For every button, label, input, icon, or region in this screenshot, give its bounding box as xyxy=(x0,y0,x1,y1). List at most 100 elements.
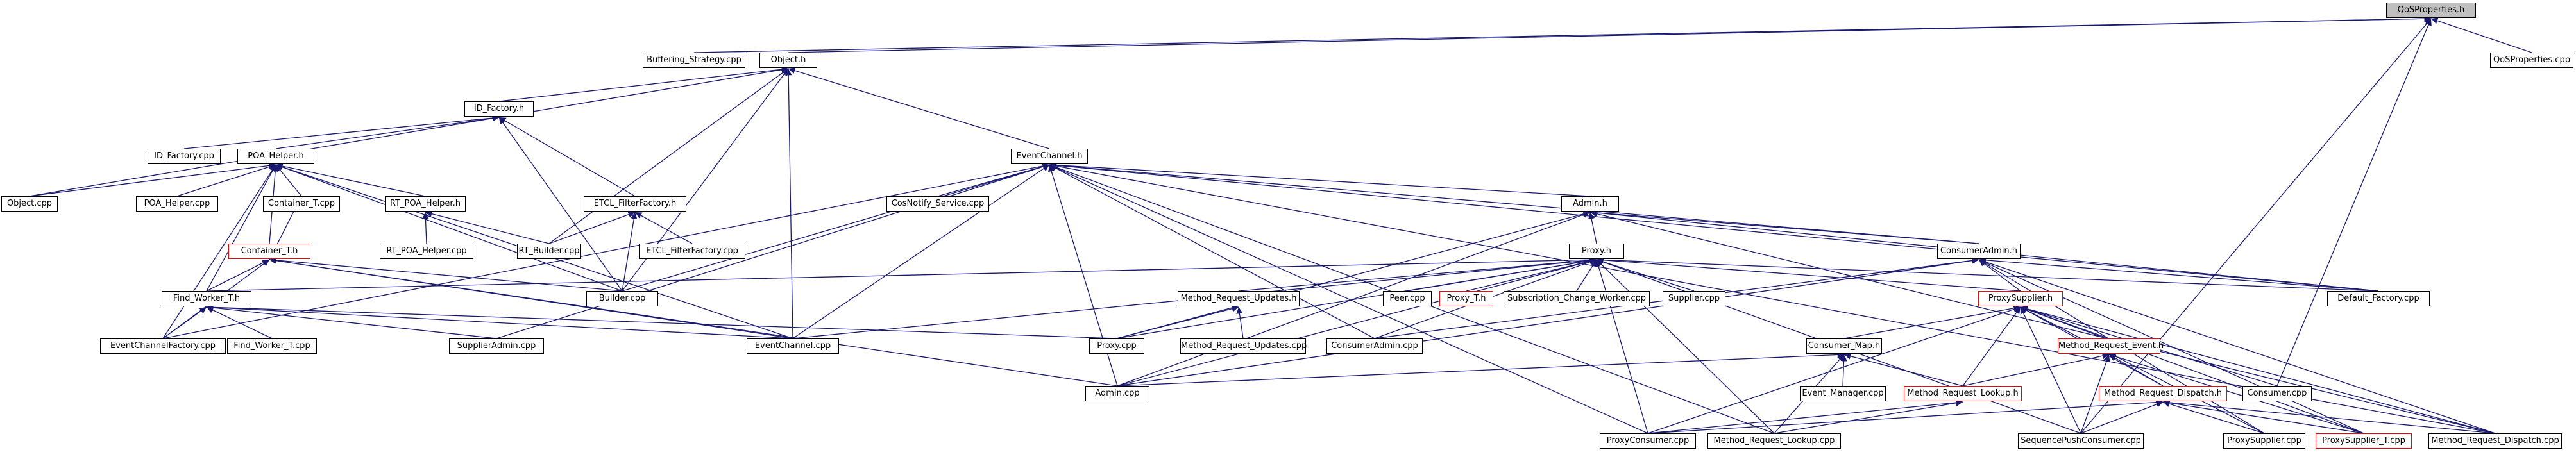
node-proxysupplier-t-cpp[interactable]: ProxySupplier_T.cpp xyxy=(2316,433,2412,449)
node-consumeradmin-h[interactable]: ConsumerAdmin.h xyxy=(1937,244,2021,259)
edge-n20-to-n14 xyxy=(1589,209,1979,244)
edge-n46-to-n38 xyxy=(2080,354,2110,434)
edge-n31-to-n7 xyxy=(496,163,1050,339)
edge-n40-to-n37 xyxy=(1840,354,1847,387)
edge-n29-to-n21 xyxy=(162,306,207,339)
edge-n35-to-n7 xyxy=(1049,164,1375,339)
edge-n32-to-n7 xyxy=(792,164,1050,339)
node-method-request-event-h[interactable]: Method_Request_Event.h xyxy=(2058,338,2164,354)
edge-n39-to-n20 xyxy=(1117,257,1979,387)
edge-n22-to-n15 xyxy=(269,256,623,292)
node-id-factory-h[interactable]: ID_Factory.h xyxy=(464,101,534,117)
edge-n22-to-n7 xyxy=(622,163,1050,292)
edge-n19-to-n14 xyxy=(1588,212,1597,244)
edge-n4-to-n2 xyxy=(498,66,789,102)
edge-n48-to-n20 xyxy=(1978,259,2364,434)
edge-n41-to-n38 xyxy=(1962,353,2110,387)
node-buffering-strategy-cpp[interactable]: Buffering_Strategy.cpp xyxy=(643,53,745,68)
edge-n41-to-n36 xyxy=(1962,306,2021,387)
edge-n14-to-n7 xyxy=(1049,162,1591,197)
edge-n33-to-n21 xyxy=(206,304,1117,339)
node-cosnotify-service-cpp[interactable]: CosNotify_Service.cpp xyxy=(886,196,989,212)
edge-n41-to-n37 xyxy=(1843,353,1963,387)
node-proxy-t-h[interactable]: Proxy_T.h xyxy=(1439,291,1493,306)
node-proxy-h[interactable]: Proxy.h xyxy=(1569,244,1624,259)
edge-n36-to-n19 xyxy=(1596,256,2021,292)
node-etcl-filterfactory-h[interactable]: ETCL_FilterFactory.h xyxy=(584,196,686,212)
node-eventchannel-cpp[interactable]: EventChannel.cpp xyxy=(747,338,839,354)
node-poa-helper-h[interactable]: POA_Helper.h xyxy=(237,149,314,164)
edge-n18-to-n12 xyxy=(634,212,693,244)
node-event-manager-cpp[interactable]: Event_Manager.cpp xyxy=(1800,386,1886,401)
edge-n32-to-n2 xyxy=(784,68,793,339)
node-etcl-filterfactory-cpp[interactable]: ETCL_FilterFactory.cpp xyxy=(639,244,745,259)
edge-n5-to-n4 xyxy=(183,114,500,149)
node-supplier-cpp[interactable]: Supplier.cpp xyxy=(1663,291,1725,306)
edge-n28-to-n7 xyxy=(1049,162,2379,292)
node-consumer-cpp[interactable]: Consumer.cpp xyxy=(2242,386,2312,401)
node-eventchannelfactory-cpp[interactable]: EventChannelFactory.cpp xyxy=(100,338,226,354)
edge-n45-to-n41 xyxy=(1774,399,1963,434)
edge-n21-to-n19 xyxy=(206,256,1597,292)
edge-n29-to-n7 xyxy=(162,162,1050,339)
node-id-factory-cpp[interactable]: ID_Factory.cpp xyxy=(148,149,221,164)
edge-n37-to-n36 xyxy=(1843,304,2021,339)
edge-n47-to-n42 xyxy=(2162,401,2265,434)
edge-n46-to-n0 xyxy=(2080,18,2432,434)
edge-n7-to-n2 xyxy=(788,67,1050,149)
edge-n47-to-n36 xyxy=(2020,306,2265,434)
node-object-cpp[interactable]: Object.cpp xyxy=(1,196,58,212)
edge-n6-to-n4 xyxy=(275,115,500,149)
node-rt-poa-helper-cpp[interactable]: RT_POA_Helper.cpp xyxy=(380,244,473,259)
edge-n22-to-n4 xyxy=(498,117,623,292)
node-consumer-map-h[interactable]: Consumer_Map.h xyxy=(1806,338,1882,354)
node-poa-helper-cpp[interactable]: POA_Helper.cpp xyxy=(136,196,218,212)
node-find-worker-t-cpp[interactable]: Find_Worker_T.cpp xyxy=(227,338,317,354)
edge-n49-to-n42 xyxy=(2162,399,2496,434)
edge-n12-to-n4 xyxy=(498,117,636,197)
node-qosproperties-cpp[interactable]: QoSProperties.cpp xyxy=(2490,53,2573,68)
node-subscription-change-worker-cpp[interactable]: Subscription_Change_Worker.cpp xyxy=(1504,291,1650,306)
node-eventchannel-h[interactable]: EventChannel.h xyxy=(1011,149,1088,164)
node-method-request-lookup-h[interactable]: Method_Request_Lookup.h xyxy=(1904,386,2022,401)
node-admin-cpp[interactable]: Admin.cpp xyxy=(1085,386,1149,401)
edge-n39-to-n37 xyxy=(1117,351,1845,387)
node-default-factory-cpp[interactable]: Default_Factory.cpp xyxy=(2327,291,2430,306)
edge-n44-to-n41 xyxy=(1647,399,1963,434)
node-method-request-dispatch-h[interactable]: Method_Request_Dispatch.h xyxy=(2099,386,2227,401)
node-rt-builder-cpp[interactable]: RT_Builder.cpp xyxy=(517,244,581,259)
node-proxysupplier-cpp[interactable]: ProxySupplier.cpp xyxy=(2223,433,2305,449)
node-admin-h[interactable]: Admin.h xyxy=(1561,196,1619,212)
node-consumeradmin-cpp[interactable]: ConsumerAdmin.cpp xyxy=(1326,338,1423,354)
node-method-request-updates-h[interactable]: Method_Request_Updates.h xyxy=(1178,291,1300,306)
edge-n44-to-n36 xyxy=(1647,306,2021,434)
node-peer-cpp[interactable]: Peer.cpp xyxy=(1383,291,1432,306)
edge-n31-to-n21 xyxy=(206,304,497,339)
edge-n43-to-n0 xyxy=(2276,18,2432,387)
node-method-request-dispatch-cpp[interactable]: Method_Request_Dispatch.cpp xyxy=(2428,433,2562,449)
edge-n49-to-n36 xyxy=(2020,305,2496,434)
node-qosproperties-h[interactable]: QoSProperties.h xyxy=(2386,3,2476,18)
node-proxy-cpp[interactable]: Proxy.cpp xyxy=(1089,338,1144,354)
node-builder-cpp[interactable]: Builder.cpp xyxy=(586,291,658,306)
edge-n48-to-n38 xyxy=(2108,353,2364,434)
node-object-h[interactable]: Object.h xyxy=(759,53,817,68)
node-method-request-updates-cpp[interactable]: Method_Request_Updates.cpp xyxy=(1180,338,1307,354)
node-proxysupplier-h[interactable]: ProxySupplier.h xyxy=(1978,291,2063,306)
node-container-t-h[interactable]: Container_T.h xyxy=(228,244,310,259)
edge-n30-to-n21 xyxy=(206,306,273,339)
node-method-request-lookup-cpp[interactable]: Method_Request_Lookup.cpp xyxy=(1707,433,1841,449)
edge-n28-to-n20 xyxy=(1978,256,2379,292)
node-rt-poa-helper-h[interactable]: RT_POA_Helper.h xyxy=(385,196,466,212)
edge-n44-to-n7 xyxy=(1049,164,1648,434)
edge-n46-to-n36 xyxy=(2020,306,2081,434)
edge-n33-to-n19 xyxy=(1116,257,1597,339)
node-find-worker-t-h[interactable]: Find_Worker_T.h xyxy=(162,291,251,306)
node-proxyconsumer-cpp[interactable]: ProxyConsumer.cpp xyxy=(1600,433,1696,449)
node-sequencepushconsumer-cpp[interactable]: SequencePushConsumer.cpp xyxy=(2018,433,2144,449)
node-supplieradmin-cpp[interactable]: SupplierAdmin.cpp xyxy=(449,338,544,354)
node-container-t-cpp[interactable]: Container_T.cpp xyxy=(263,196,340,212)
edge-n49-to-n20 xyxy=(1978,258,2496,434)
